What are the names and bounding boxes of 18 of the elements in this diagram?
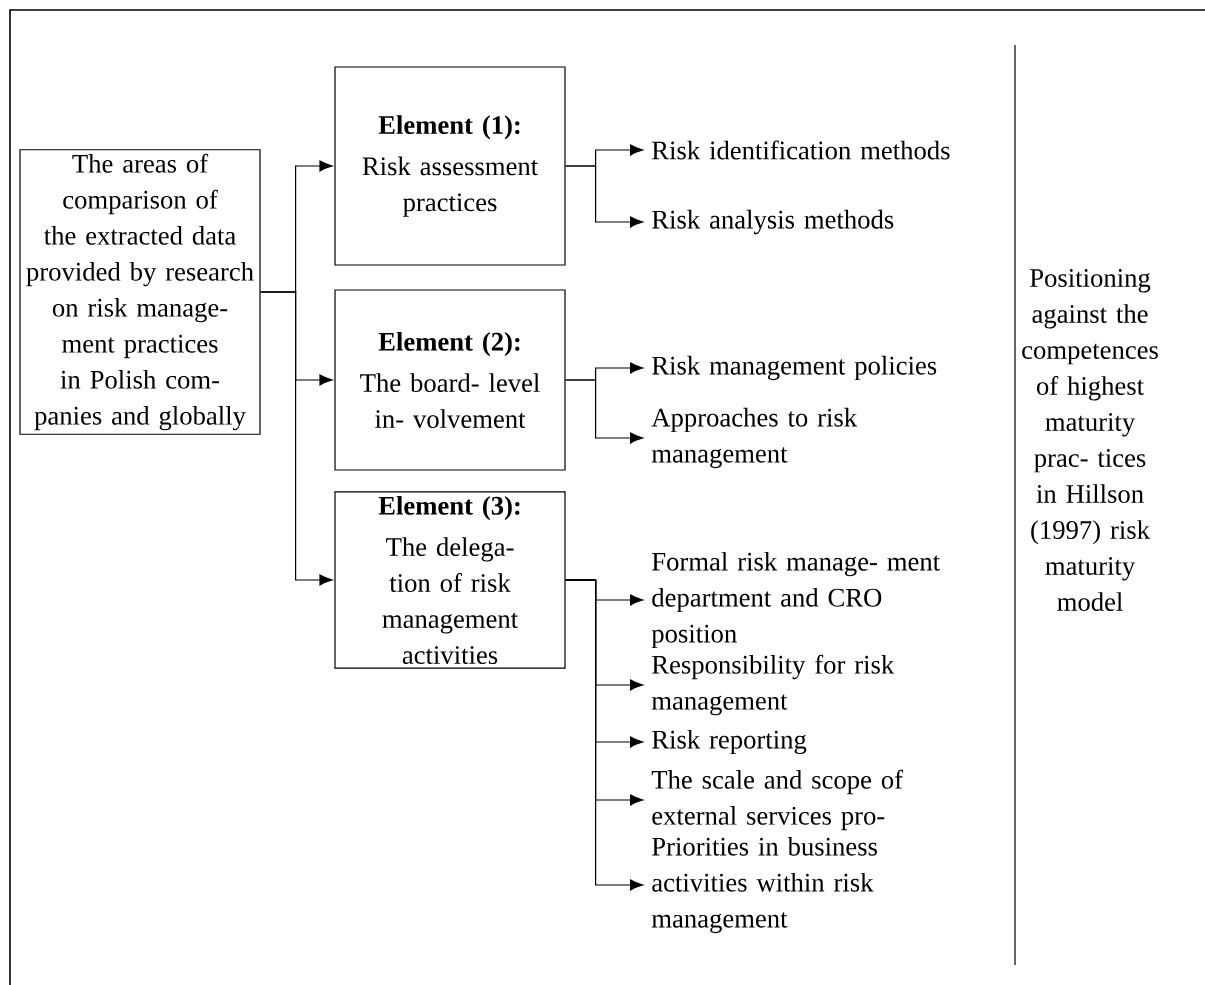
arrow (565, 379, 644, 444)
process-box: Element (1): Risk assessment practices (334, 66, 566, 266)
side-text: Positioning against the competences of highest maturity prac- tices in Hillson (1997) risk maturity model (1022, 269, 1158, 611)
process-box: Element (2): The board- level in- volvement (334, 289, 566, 471)
item-text: Responsibility for risk management (651, 654, 895, 716)
item-text: Risk management policies (652, 355, 937, 381)
item-text: Risk analysis methods (652, 209, 894, 235)
item-text: The scale and scope of external services pro- (651, 769, 904, 831)
arrow (260, 291, 333, 586)
arrow (565, 165, 644, 228)
item-text: Formal risk manage- ment department and CRO position (651, 551, 940, 649)
item-text: Risk identification methods (652, 140, 950, 160)
item-text: Priorities in business activities within risk management (651, 836, 877, 934)
item-text: Approaches to risk management (651, 407, 858, 469)
item-text: Risk reporting (652, 729, 807, 755)
arrow (565, 579, 644, 891)
process-box: The areas of comparison of the extracted data provided by research on risk manage- ment practices in Polish com- panies and globally (19, 149, 261, 435)
process-box: Element (3): The delega- tion of risk management activities (334, 491, 566, 669)
